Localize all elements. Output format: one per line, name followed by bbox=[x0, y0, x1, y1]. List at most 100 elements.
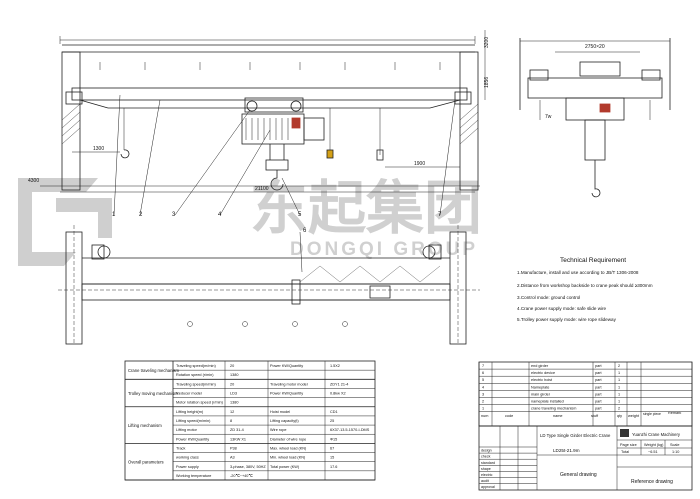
param-value: 0.8kw X2 bbox=[330, 392, 346, 396]
callout-label: 3 bbox=[172, 212, 176, 218]
company-logo bbox=[620, 429, 629, 437]
requirement-item: 5.Trolley power supply mode: wire rope s… bbox=[517, 317, 617, 322]
param-value: 1380 bbox=[230, 373, 238, 377]
param-value: 8 bbox=[230, 419, 232, 423]
param-group-label: Trolley moving mechanism bbox=[128, 391, 178, 396]
param-value: 25 bbox=[330, 419, 334, 423]
param-label: Power KW/Quantity bbox=[270, 392, 303, 396]
param-label: Hoist model bbox=[270, 410, 290, 414]
callout-label: 2 bbox=[139, 212, 143, 218]
bom-qty: 1 bbox=[618, 385, 620, 389]
param-value: Φ15 bbox=[330, 437, 337, 441]
scale-value: 1:10 bbox=[672, 450, 679, 454]
scale-label: Scale bbox=[670, 443, 680, 447]
reference-drawing: Reference drawing bbox=[631, 479, 673, 485]
param-label: Working temperature bbox=[176, 474, 211, 478]
watermark: 东起集团 DONGQI GROUP bbox=[18, 176, 482, 266]
dim-rail-level: 4300 bbox=[28, 178, 39, 184]
param-value: P38 bbox=[230, 446, 237, 450]
bom-name: main girder bbox=[531, 392, 551, 396]
param-group-label: Crane traveling mechanism bbox=[128, 368, 179, 373]
dim-side-width: 2750×20 bbox=[585, 44, 605, 50]
technical-requirement: Technical Requirement 1.Manufacture, ins… bbox=[517, 257, 653, 322]
param-label: Power supply bbox=[176, 465, 199, 469]
watermark-chinese: 东起集团 bbox=[250, 176, 482, 241]
bom-header-code: code bbox=[505, 414, 513, 418]
remark-label: Remark bbox=[668, 411, 681, 415]
param-label: Min. wheel load (KN) bbox=[270, 456, 306, 460]
side-elevation: 2750×20 7w bbox=[519, 38, 671, 198]
bom-qty: 1 bbox=[618, 378, 620, 382]
bom-header-weight: weight bbox=[628, 414, 640, 418]
bom-header-name: name bbox=[553, 414, 563, 418]
callout-label: 6 bbox=[303, 228, 307, 234]
bom-qty: 2 bbox=[618, 364, 620, 368]
bom-unit: part bbox=[595, 392, 602, 396]
bom-no: 7 bbox=[482, 364, 484, 368]
param-value: 67 bbox=[330, 446, 334, 450]
sign-row-label: check bbox=[481, 455, 491, 459]
param-value: A3 bbox=[230, 456, 235, 460]
bom-name: nameplate installed bbox=[531, 400, 564, 404]
param-label: Reducer model bbox=[176, 392, 202, 396]
param-label: Wire rope bbox=[270, 428, 286, 432]
param-group-label: Overall parameters bbox=[128, 460, 164, 465]
param-value: 15 bbox=[330, 456, 334, 460]
param-label: Traveling speed(m/min) bbox=[176, 382, 216, 386]
page-size-label: Page size bbox=[620, 443, 637, 447]
callout-label: 5 bbox=[298, 212, 302, 218]
bom-name: end girder bbox=[531, 364, 549, 368]
dim-span-top: 21100 bbox=[255, 186, 269, 192]
watermark-logo bbox=[18, 178, 112, 266]
param-label: working class bbox=[176, 456, 199, 460]
param-value: 1.5X2 bbox=[330, 364, 340, 368]
callouts: 1 2 3 4 5 6 7 bbox=[112, 212, 442, 234]
param-value: -20℃~+40℃ bbox=[230, 474, 253, 478]
total-value: ~6.51 bbox=[648, 450, 658, 454]
param-value: 17.6 bbox=[330, 465, 337, 469]
param-value: ZDY1 21-4 bbox=[330, 382, 348, 386]
param-value: ZD 31-4 bbox=[230, 428, 244, 432]
requirement-item: 3.Control mode: ground control bbox=[517, 295, 580, 300]
bom-header-qty: qty bbox=[617, 414, 622, 418]
sign-row-label: shape bbox=[481, 467, 491, 471]
title-block-title: LD Type Single Girder Electric Crane bbox=[540, 433, 611, 438]
title-block: LD Type Single Girder Electric Crane LD2… bbox=[478, 425, 693, 491]
param-value: 12 bbox=[230, 410, 234, 414]
bom-qty: 1 bbox=[618, 371, 620, 375]
weight-label: Weight (kg) bbox=[644, 443, 664, 447]
callout-label: 1 bbox=[112, 212, 116, 218]
param-value: 20 bbox=[230, 364, 234, 368]
requirement-item: 1.Manufacture, install and use according… bbox=[517, 270, 639, 275]
bom-no: 4 bbox=[482, 385, 484, 389]
bom-unit: part bbox=[595, 371, 602, 375]
dim-side-small: 7w bbox=[545, 114, 552, 120]
dim-height-a: 3200 bbox=[484, 37, 490, 48]
sign-row-label: standard bbox=[481, 461, 495, 465]
param-value: 3-phase, 380V, 50HZ bbox=[230, 465, 266, 469]
dim-left-clear: 1300 bbox=[93, 146, 104, 152]
callout-label: 4 bbox=[218, 212, 222, 218]
bom-name: electric device bbox=[531, 371, 555, 375]
param-label: Lifting motor bbox=[176, 428, 198, 432]
param-value: LD3 bbox=[230, 392, 237, 396]
param-value: CD1 bbox=[330, 410, 338, 414]
param-label: Max. wheel load (KN) bbox=[270, 446, 307, 450]
bom-unit: part bbox=[595, 407, 602, 411]
title-block-model: LD25t-21.9m bbox=[553, 448, 580, 453]
param-label: Rotation speed (r/min) bbox=[176, 373, 214, 377]
param-label: Lifting height(m) bbox=[176, 410, 204, 414]
bom-no: 2 bbox=[482, 400, 484, 404]
bom-qty: 1 bbox=[618, 400, 620, 404]
front-elevation: 21100 1300 1900 4300 3200 1856 bbox=[28, 30, 490, 216]
sign-row-label: audit bbox=[481, 479, 489, 483]
bom-unit: part bbox=[595, 378, 602, 382]
dim-hook: 1900 bbox=[414, 161, 425, 167]
param-label: Power KW/Quantity bbox=[176, 437, 209, 441]
bom-no: 5 bbox=[482, 378, 484, 382]
param-label: Lifting capacity(t) bbox=[270, 419, 299, 423]
param-value: 13KW X1 bbox=[230, 437, 246, 441]
bom-unit: part bbox=[595, 400, 602, 404]
